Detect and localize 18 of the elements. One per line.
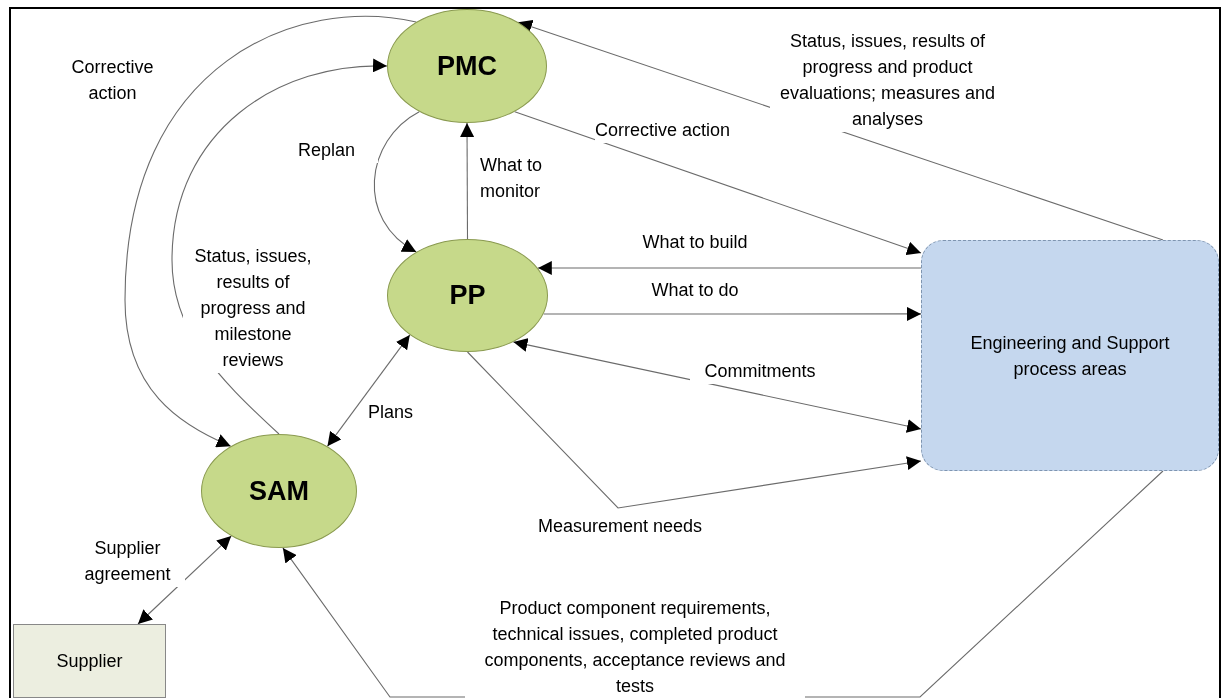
arrow — [373, 111, 420, 253]
arrow — [517, 20, 1164, 241]
node-label: PP — [449, 279, 486, 313]
arrow — [512, 337, 922, 433]
arrow — [466, 351, 922, 509]
arrow — [537, 260, 922, 275]
node-label: PMC — [437, 49, 497, 83]
arrow — [514, 111, 922, 256]
arrow — [460, 122, 475, 240]
node-label: SAM — [249, 474, 309, 508]
arrow — [543, 306, 922, 321]
arrow — [137, 535, 232, 625]
arrow — [124, 16, 417, 447]
node-label: Supplier — [56, 649, 123, 673]
supplier-box — [13, 624, 166, 698]
node-label: Engineering and Support process areas — [969, 331, 1171, 381]
process-area-box — [921, 240, 1219, 471]
arrow — [326, 334, 411, 447]
